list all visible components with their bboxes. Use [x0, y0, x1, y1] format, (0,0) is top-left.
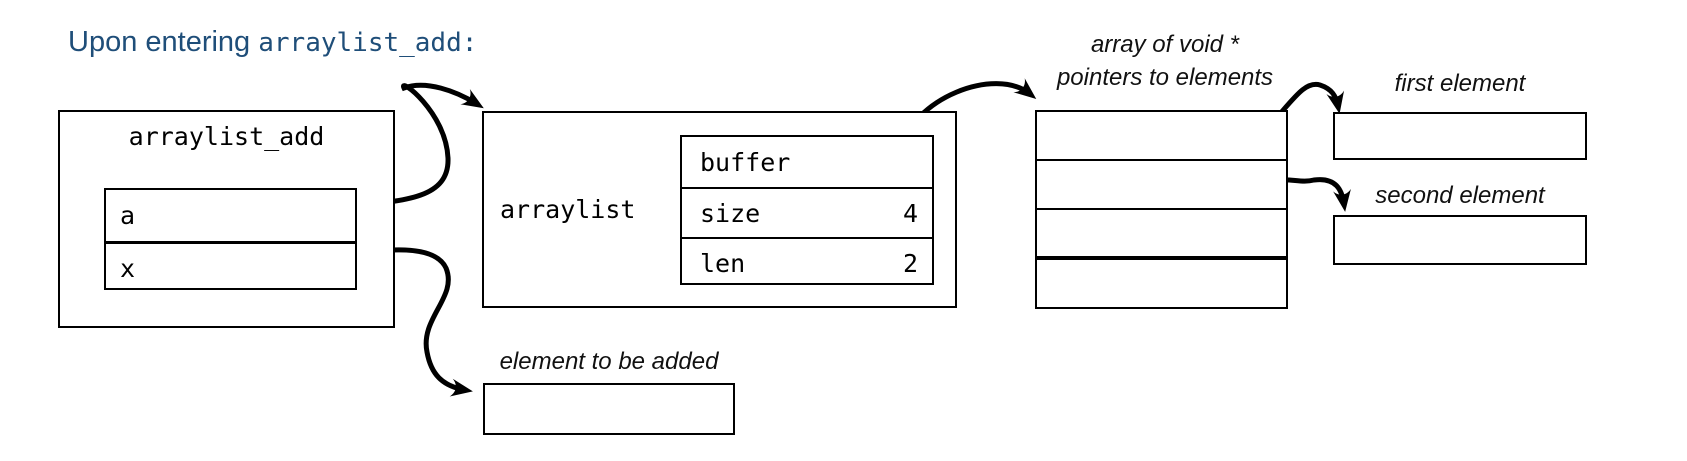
frame-slot-a: a [106, 190, 355, 241]
first-element-label: first element [1394, 70, 1526, 97]
struct-field-len: len 2 [682, 237, 932, 287]
frame-slots-box: a x [104, 188, 357, 290]
arraylist-struct-box: arraylist buffer size 4 len 2 [482, 111, 957, 308]
pointer-array-cell-3 [1037, 256, 1286, 307]
pointer-array-caption-line2: pointers to elements [1056, 64, 1274, 91]
frame-slot-x-label: x [120, 253, 136, 283]
first-element-box [1333, 112, 1587, 160]
frame-slot-x: x [106, 241, 355, 292]
second-element-label: second element [1375, 182, 1545, 209]
second-element-box [1333, 215, 1587, 265]
slide-title: Upon entering arraylist_add: [68, 26, 477, 66]
struct-field-size-name: size [700, 198, 761, 228]
pointer-array-cell-0 [1037, 112, 1286, 159]
arraylist-struct-label: arraylist [500, 195, 636, 224]
pointer-array-cell-2 [1037, 207, 1286, 257]
slide-title-text: Upon entering [68, 26, 259, 58]
pointer-array-cell-1 [1037, 158, 1286, 208]
pointer-array-caption-line1: array of void * [1090, 31, 1240, 58]
struct-field-len-value: 2 [902, 248, 918, 278]
element-to-add-label: element to be added [499, 348, 719, 375]
frame-slot-a-label: a [120, 201, 136, 230]
slide-title-code: arraylist_add: [258, 28, 478, 58]
element-to-add-box [483, 383, 735, 435]
struct-field-buffer-name: buffer [700, 147, 791, 177]
pointer-array-caption: array of void * pointers to elements [1005, 28, 1325, 94]
struct-field-len-name: len [700, 248, 746, 278]
struct-field-buffer: buffer [682, 137, 932, 187]
struct-field-size-value: 4 [902, 198, 918, 228]
struct-fields-table: buffer size 4 len 2 [680, 135, 934, 285]
stack-frame-box: arraylist_add a x [58, 110, 395, 328]
pointer-array-box [1035, 110, 1288, 309]
struct-field-size: size 4 [682, 187, 932, 237]
stack-frame-title: arraylist_add [128, 122, 325, 151]
